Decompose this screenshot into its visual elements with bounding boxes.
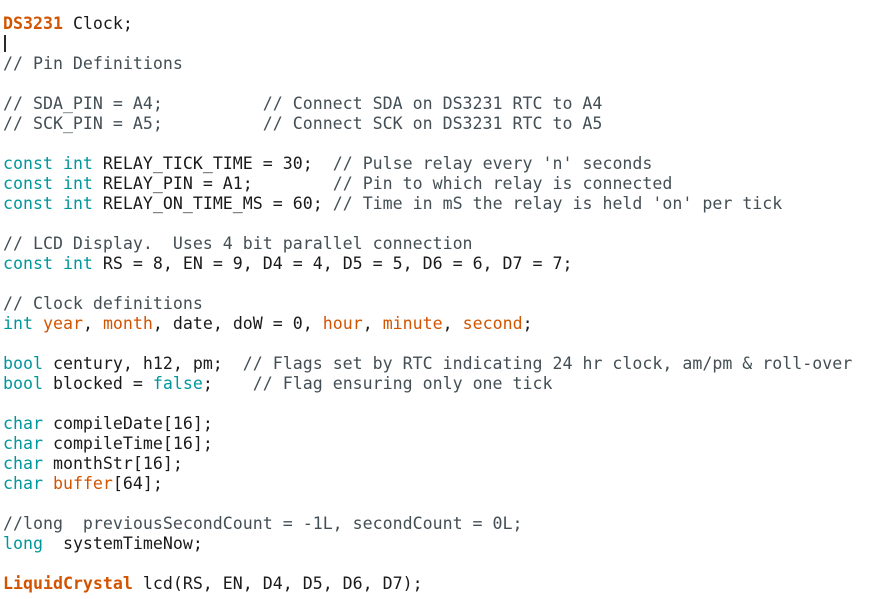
highlighted-identifier-token: hour: [322, 314, 363, 333]
keyword-token: bool: [3, 374, 43, 393]
code-line[interactable]: [3, 554, 852, 574]
code-line[interactable]: char buffer[64];: [3, 474, 852, 494]
code-token: [53, 174, 63, 193]
code-token: [43, 474, 53, 493]
code-line[interactable]: const int RELAY_PIN = A1; // Pin to whic…: [3, 174, 852, 194]
code-line[interactable]: [3, 134, 852, 154]
keyword-token: char: [3, 434, 43, 453]
keyword-token: char: [3, 454, 43, 473]
code-token: [53, 154, 63, 173]
code-line[interactable]: bool century, h12, pm; // Flags set by R…: [3, 354, 852, 374]
code-line[interactable]: // SDA_PIN = A4; // Connect SDA on DS323…: [3, 94, 852, 114]
code-line[interactable]: bool blocked = false; // Flag ensuring o…: [3, 374, 852, 394]
code-token: [64];: [112, 474, 163, 493]
comment-token: // Pin to which relay is connected: [332, 174, 673, 193]
code-line[interactable]: [3, 274, 852, 294]
code-line[interactable]: [3, 74, 852, 94]
code-token: ,: [362, 314, 383, 333]
keyword-token: int: [62, 154, 93, 173]
keyword-token: int: [3, 314, 33, 333]
code-line[interactable]: char compileTime[16];: [3, 434, 852, 454]
code-token: RELAY_TICK_TIME = 30;: [92, 154, 333, 173]
code-token: RS = 8, EN = 9, D4 = 4, D5 = 5, D6 = 6, …: [92, 254, 573, 273]
code-line[interactable]: [3, 334, 852, 354]
code-token: [33, 314, 43, 333]
text-caret: [4, 35, 6, 52]
code-line[interactable]: // Clock definitions: [3, 294, 852, 314]
comment-token: // Flag ensuring only one tick: [252, 374, 553, 393]
code-text-area[interactable]: DS3231 Clock; // Pin Definitions // SDA_…: [3, 14, 852, 594]
comment-token: //long previousSecondCount = -1L, second…: [3, 514, 523, 533]
code-token: [53, 254, 63, 273]
keyword-token: const: [3, 254, 53, 273]
code-token: century, h12, pm;: [42, 354, 243, 373]
code-token: RELAY_ON_TIME_MS = 60;: [92, 194, 333, 213]
code-token: ;: [202, 374, 253, 393]
keyword-token: const: [3, 194, 53, 213]
code-line[interactable]: [3, 394, 852, 414]
code-token: compileDate[16];: [42, 414, 213, 433]
code-line[interactable]: const int RELAY_ON_TIME_MS = 60; // Time…: [3, 194, 852, 214]
code-line[interactable]: int year, month, date, doW = 0, hour, mi…: [3, 314, 852, 334]
highlighted-identifier-token: second: [462, 314, 523, 333]
code-line[interactable]: LiquidCrystal lcd(RS, EN, D4, D5, D6, D7…: [3, 574, 852, 594]
code-token: ,: [442, 314, 463, 333]
comment-token: // Clock definitions: [3, 294, 203, 313]
keyword-token: const: [3, 174, 53, 193]
keyword-token: bool: [3, 354, 43, 373]
keyword-token: const: [3, 154, 53, 173]
highlighted-identifier-token: minute: [382, 314, 443, 333]
code-line[interactable]: // LCD Display. Uses 4 bit parallel conn…: [3, 234, 852, 254]
code-line[interactable]: const int RS = 8, EN = 9, D4 = 4, D5 = 5…: [3, 254, 852, 274]
code-line[interactable]: DS3231 Clock;: [3, 14, 852, 34]
comment-token: // LCD Display. Uses 4 bit parallel conn…: [3, 234, 473, 253]
code-token: Clock;: [62, 14, 133, 33]
code-line[interactable]: long systemTimeNow;: [3, 534, 852, 554]
code-token: [53, 194, 63, 213]
keyword-token: char: [3, 474, 43, 493]
code-line[interactable]: char monthStr[16];: [3, 454, 852, 474]
comment-token: // SDA_PIN = A4; // Connect SDA on DS323…: [3, 94, 603, 113]
code-line[interactable]: // Pin Definitions: [3, 54, 852, 74]
code-line[interactable]: [3, 34, 852, 54]
class-name-token: LiquidCrystal: [3, 574, 133, 593]
code-line[interactable]: //long previousSecondCount = -1L, second…: [3, 514, 852, 534]
class-name-token: DS3231: [3, 14, 63, 33]
keyword-token: int: [62, 254, 93, 273]
code-token: blocked =: [42, 374, 153, 393]
keyword-token: long: [3, 534, 43, 553]
code-line[interactable]: [3, 214, 852, 234]
keyword-token: int: [62, 194, 93, 213]
code-token: monthStr[16];: [42, 454, 183, 473]
code-token: ;: [522, 314, 533, 333]
comment-token: // Flags set by RTC indicating 24 hr clo…: [242, 354, 853, 373]
comment-token: // SCK_PIN = A5; // Connect SCK on DS323…: [3, 114, 603, 133]
code-token: systemTimeNow;: [42, 534, 203, 553]
keyword-token: char: [3, 414, 43, 433]
keyword-token: int: [62, 174, 93, 193]
code-line[interactable]: char compileDate[16];: [3, 414, 852, 434]
code-token: ,: [82, 314, 103, 333]
code-token: , date, doW = 0,: [152, 314, 323, 333]
highlighted-identifier-token: year: [42, 314, 83, 333]
comment-token: // Time in mS the relay is held 'on' per…: [332, 194, 783, 213]
code-token: compileTime[16];: [42, 434, 213, 453]
code-token: lcd(RS, EN, D4, D5, D6, D7);: [132, 574, 423, 593]
keyword-token: false: [152, 374, 203, 393]
code-line[interactable]: const int RELAY_TICK_TIME = 30; // Pulse…: [3, 154, 852, 174]
highlighted-identifier-token: buffer: [52, 474, 113, 493]
code-token: RELAY_PIN = A1;: [92, 174, 333, 193]
code-line[interactable]: // SCK_PIN = A5; // Connect SCK on DS323…: [3, 114, 852, 134]
highlighted-identifier-token: month: [102, 314, 153, 333]
comment-token: // Pulse relay every 'n' seconds: [332, 154, 653, 173]
code-line[interactable]: [3, 494, 852, 514]
comment-token: // Pin Definitions: [3, 54, 183, 73]
